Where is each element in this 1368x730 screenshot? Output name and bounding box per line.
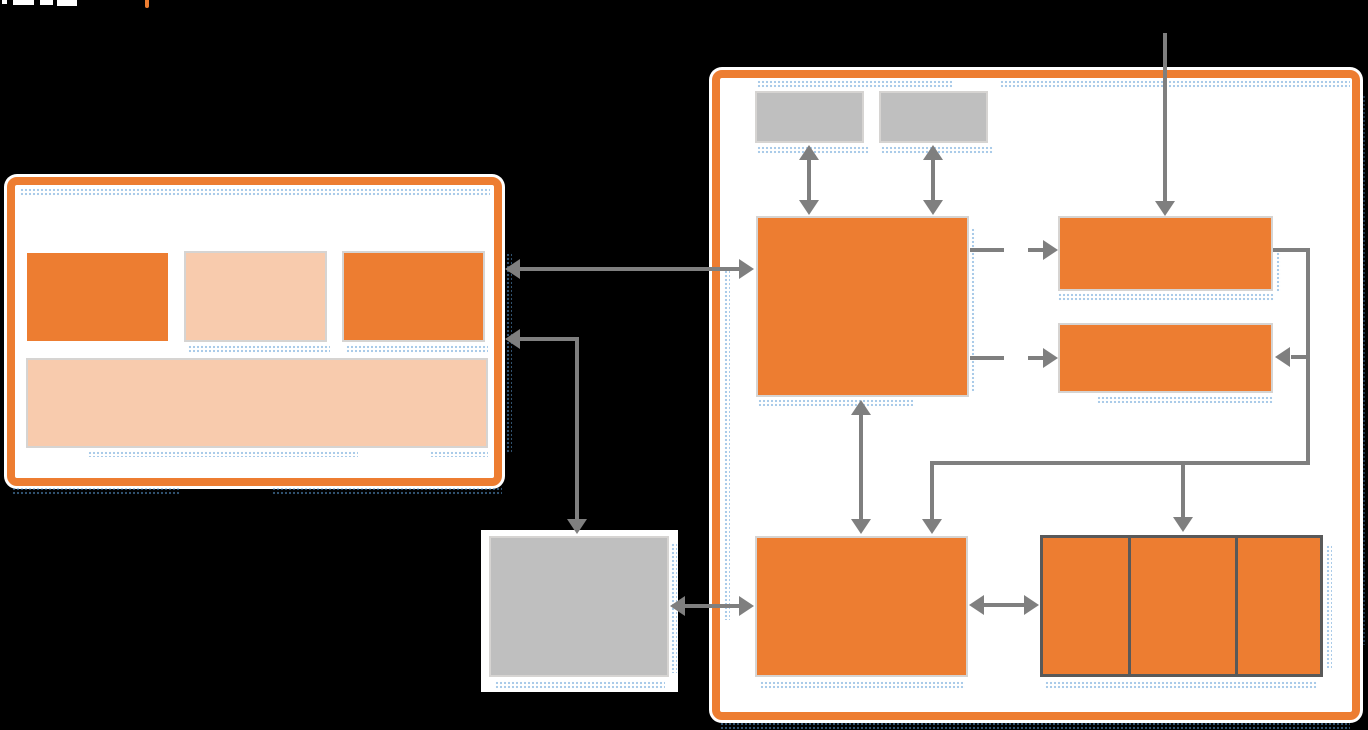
external-gray-module [489,536,669,677]
dotted-artifact [272,487,502,495]
connector-cross-h [930,461,1310,465]
arrowhead-left-icon [505,329,520,349]
arrowhead-down-icon [851,519,871,534]
connector-gray2-main [931,157,935,203]
arrowhead-right-icon [1043,348,1058,368]
connector-elbow-h [518,337,579,341]
connector-gray1-main [807,157,811,203]
connector-elbow-v [575,337,579,519]
dotted-artifact [971,228,976,393]
gray-module-2 [879,91,988,143]
dotted-artifact [720,722,1350,729]
arrowhead-right-icon [739,596,754,616]
gray-module-1 [755,91,864,143]
clipped-text-fragment [2,0,7,4]
left-block-1 [27,253,168,341]
arrowhead-down-icon [567,519,587,534]
arrowhead-down-icon [923,200,943,215]
dotted-artifact [188,345,330,353]
segment-divider [1128,537,1131,675]
clipped-text-fragment-orange [145,0,149,8]
arrowhead-down-icon [799,200,819,215]
connector-leftpanel-main [518,267,741,271]
dotted-artifact [1000,80,1350,88]
connector-drop-bottom [930,461,934,519]
dotted-artifact [430,451,488,457]
dotted-artifact [1326,545,1332,670]
dotted-artifact [495,681,665,689]
dotted-artifact [346,345,488,353]
dotted-artifact [1097,396,1273,403]
left-block-3 [342,251,485,342]
arrowhead-right-icon [1043,240,1058,260]
left-block-wide [26,358,488,448]
bottom-block [755,536,968,677]
connector-main-rtop-b [1028,248,1044,252]
dotted-artifact [1045,681,1317,689]
dotted-artifact [724,270,730,620]
dotted-artifact [506,253,512,453]
dotted-artifact [1276,252,1281,292]
dotted-artifact [88,451,358,457]
connector-right-v [1306,248,1310,463]
dotted-artifact [758,399,913,406]
clipped-text-fragment [13,0,34,5]
connector-top-in [1163,33,1167,203]
clipped-text-fragment [40,0,53,5]
arrowhead-down-icon [922,519,942,534]
right-block-mid [1058,323,1273,393]
arrowhead-down-icon [1173,517,1193,532]
arrowhead-right-icon [1024,595,1039,615]
arrowhead-right-icon [739,259,754,279]
clipped-text-fragment [57,0,77,6]
arrowhead-left-icon [969,595,984,615]
arrowhead-up-icon [799,145,819,160]
dotted-artifact [20,188,490,196]
left-block-2 [184,251,327,342]
connector-main-rmid-b [1028,356,1044,360]
connector-main-rmid-a [970,356,1004,360]
dotted-artifact [1058,293,1274,301]
arrowhead-up-icon [923,145,943,160]
connector-gray-bottom [684,604,741,608]
arrowhead-down-icon [1155,201,1175,216]
connector-drop-segmented [1181,461,1185,517]
dotted-artifact [12,487,180,495]
connector-main-rtop-a [970,248,1004,252]
arrowhead-left-icon [1275,347,1290,367]
dotted-artifact [1362,95,1367,645]
connector-into-rmid [1291,355,1308,359]
arrowhead-left-icon [505,259,520,279]
arrowhead-left-icon [670,596,685,616]
connector-bottom-segmented [983,603,1026,607]
dotted-artifact [760,681,965,689]
dotted-artifact [757,80,952,88]
main-block [756,216,969,397]
segmented-block [1040,535,1323,677]
right-block-top [1058,216,1273,291]
segment-divider [1235,537,1238,675]
arrowhead-up-icon [851,400,871,415]
connector-main-bottom [859,414,863,520]
connector-rtop-out [1273,248,1310,252]
